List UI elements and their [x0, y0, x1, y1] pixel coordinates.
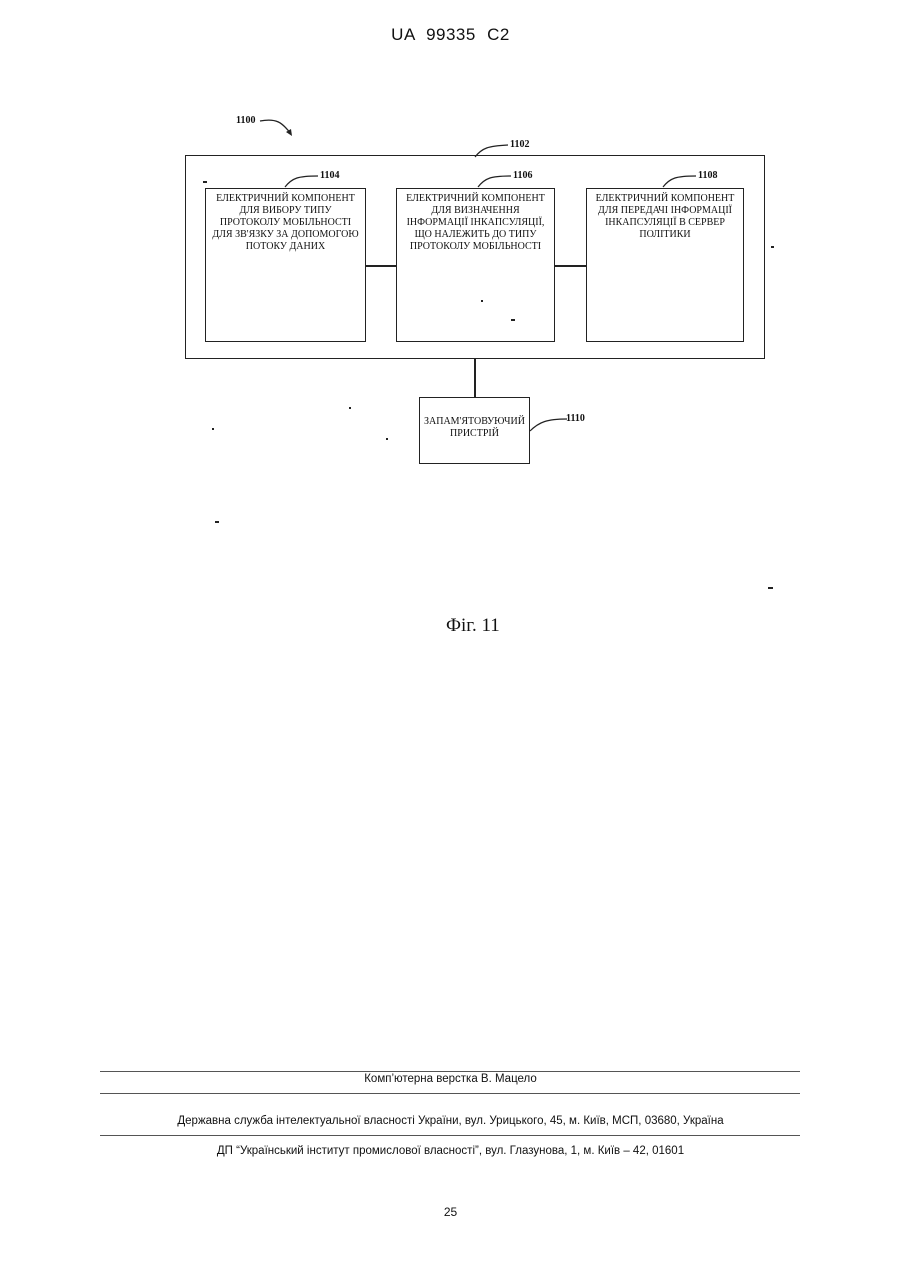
- ref-label-component-3: 1108: [698, 170, 717, 181]
- footer-layout-credit: Комп’ютерна верстка В. Мацело: [0, 1073, 901, 1085]
- component-box-encapsulation-info: Електричний компонент для визначення інф…: [396, 188, 555, 342]
- scan-speck: [481, 300, 483, 302]
- block-diagram: 1100 1102 1104 Електричний компонент для…: [0, 0, 901, 620]
- scan-speck: [771, 246, 774, 248]
- connector-1104-1106: [366, 265, 396, 267]
- component-box-transmit-to-policy-server: Електричний компонент для передачі інфор…: [586, 188, 744, 342]
- ref-label-component-1: 1104: [320, 170, 339, 181]
- ref-label-system: 1100: [236, 115, 255, 126]
- footer-office-address: Державна служба інтелектуальної власност…: [0, 1115, 901, 1127]
- footer-institute-address: ДП “Український інститут промислової вла…: [0, 1145, 901, 1157]
- scan-speck: [349, 407, 351, 409]
- page-number: 25: [0, 1205, 901, 1219]
- component-label-select-protocol: Електричний компонент для вибору типу пр…: [212, 193, 358, 252]
- memory-label: Запам'ятовуючий пристрій: [424, 416, 525, 439]
- footer-rule-top: [100, 1071, 800, 1072]
- ref-leader-1104: [282, 168, 322, 190]
- figure-caption: Фіг. 11: [446, 615, 500, 637]
- scan-speck: [212, 428, 214, 430]
- component-box-select-protocol: Електричний компонент для вибору типу пр…: [205, 188, 366, 342]
- component-label-transmit-to-policy-server: Електричний компонент для передачі інфор…: [596, 193, 735, 240]
- ref-label-memory: 1110: [566, 413, 585, 424]
- ref-leader-1110: [529, 410, 569, 434]
- ref-arrow-system: [258, 114, 298, 140]
- footer-rule-middle: [100, 1093, 800, 1094]
- scan-speck: [511, 319, 515, 321]
- scan-speck: [203, 181, 207, 183]
- memory-box: Запам'ятовуючий пристрій: [419, 397, 530, 464]
- ref-leader-1106: [475, 168, 515, 190]
- connector-1106-1108: [555, 265, 586, 267]
- component-label-encapsulation-info: Електричний компонент для визначення інф…: [406, 193, 545, 252]
- connector-device-memory: [474, 359, 476, 397]
- scan-speck: [215, 521, 219, 523]
- scan-speck: [386, 438, 388, 440]
- ref-leader-1108: [660, 168, 700, 190]
- scan-speck: [768, 587, 773, 589]
- ref-label-device: 1102: [510, 139, 529, 150]
- footer-rule-bottom: [100, 1135, 800, 1136]
- ref-label-component-2: 1106: [513, 170, 532, 181]
